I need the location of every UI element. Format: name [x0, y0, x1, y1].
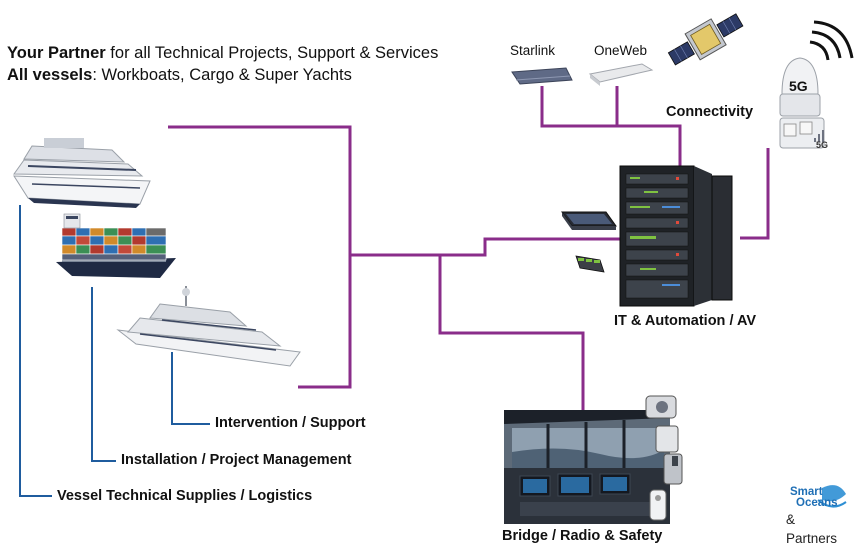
vessel-supplies-label: Vessel Technical Supplies / Logistics	[57, 488, 313, 504]
5g-router-icon	[779, 117, 825, 149]
5g-antenna-icon	[779, 57, 821, 117]
header-line-2: All vessels: Workboats, Cargo & Super Ya…	[7, 64, 352, 86]
superyacht-icon	[116, 286, 301, 367]
starlink-label: Starlink	[510, 43, 556, 58]
smart-oceans-logo-icon	[817, 485, 847, 508]
signal-waves-icon	[809, 20, 854, 61]
logo-line-oceans: Oceans	[796, 497, 838, 509]
it-automation-label: IT & Automation / AV	[614, 313, 757, 329]
header-line-1: Your Partner for all Technical Projects,…	[7, 42, 438, 64]
smart-oceans-logo: Smart Oceans	[790, 486, 838, 509]
satellite-icon	[667, 13, 744, 66]
oneweb-label: OneWeb	[594, 43, 648, 58]
connectivity-label: Connectivity	[666, 104, 754, 120]
logo-line-smart: Smart	[790, 486, 823, 498]
network-connector	[168, 86, 770, 410]
5g-router-badge: 5G	[816, 140, 829, 150]
ship-bridge-icon	[504, 410, 670, 524]
5g-badge: 5G	[789, 78, 808, 94]
starlink-dish-icon	[511, 67, 573, 85]
installation-project-label: Installation / Project Management	[121, 452, 352, 468]
bridge-radio-safety-label: Bridge / Radio & Safety	[502, 528, 663, 544]
controller-module-icon	[575, 255, 605, 273]
intervention-support-label: Intervention / Support	[215, 415, 366, 431]
header-line-2-text: : Workboats, Cargo & Super Yachts	[92, 66, 352, 84]
partners-amp: &	[786, 512, 796, 527]
service-connector	[19, 205, 210, 497]
server-rack-icon	[619, 165, 733, 307]
tablet-display-icon	[561, 211, 617, 230]
header-line-2-bold: All vessels	[7, 66, 93, 84]
partners-label: Partners	[786, 531, 838, 546]
oneweb-terminal-icon	[588, 63, 654, 86]
cruise-ship-icon	[13, 138, 151, 208]
header-line-1-bold: Your Partner	[7, 44, 106, 62]
header-line-1-text: for all Technical Projects, Support & Se…	[105, 44, 439, 62]
container-ship-icon	[56, 213, 176, 278]
partners-block: & Partners	[786, 506, 837, 548]
bridge-equipment-icon	[645, 395, 683, 521]
